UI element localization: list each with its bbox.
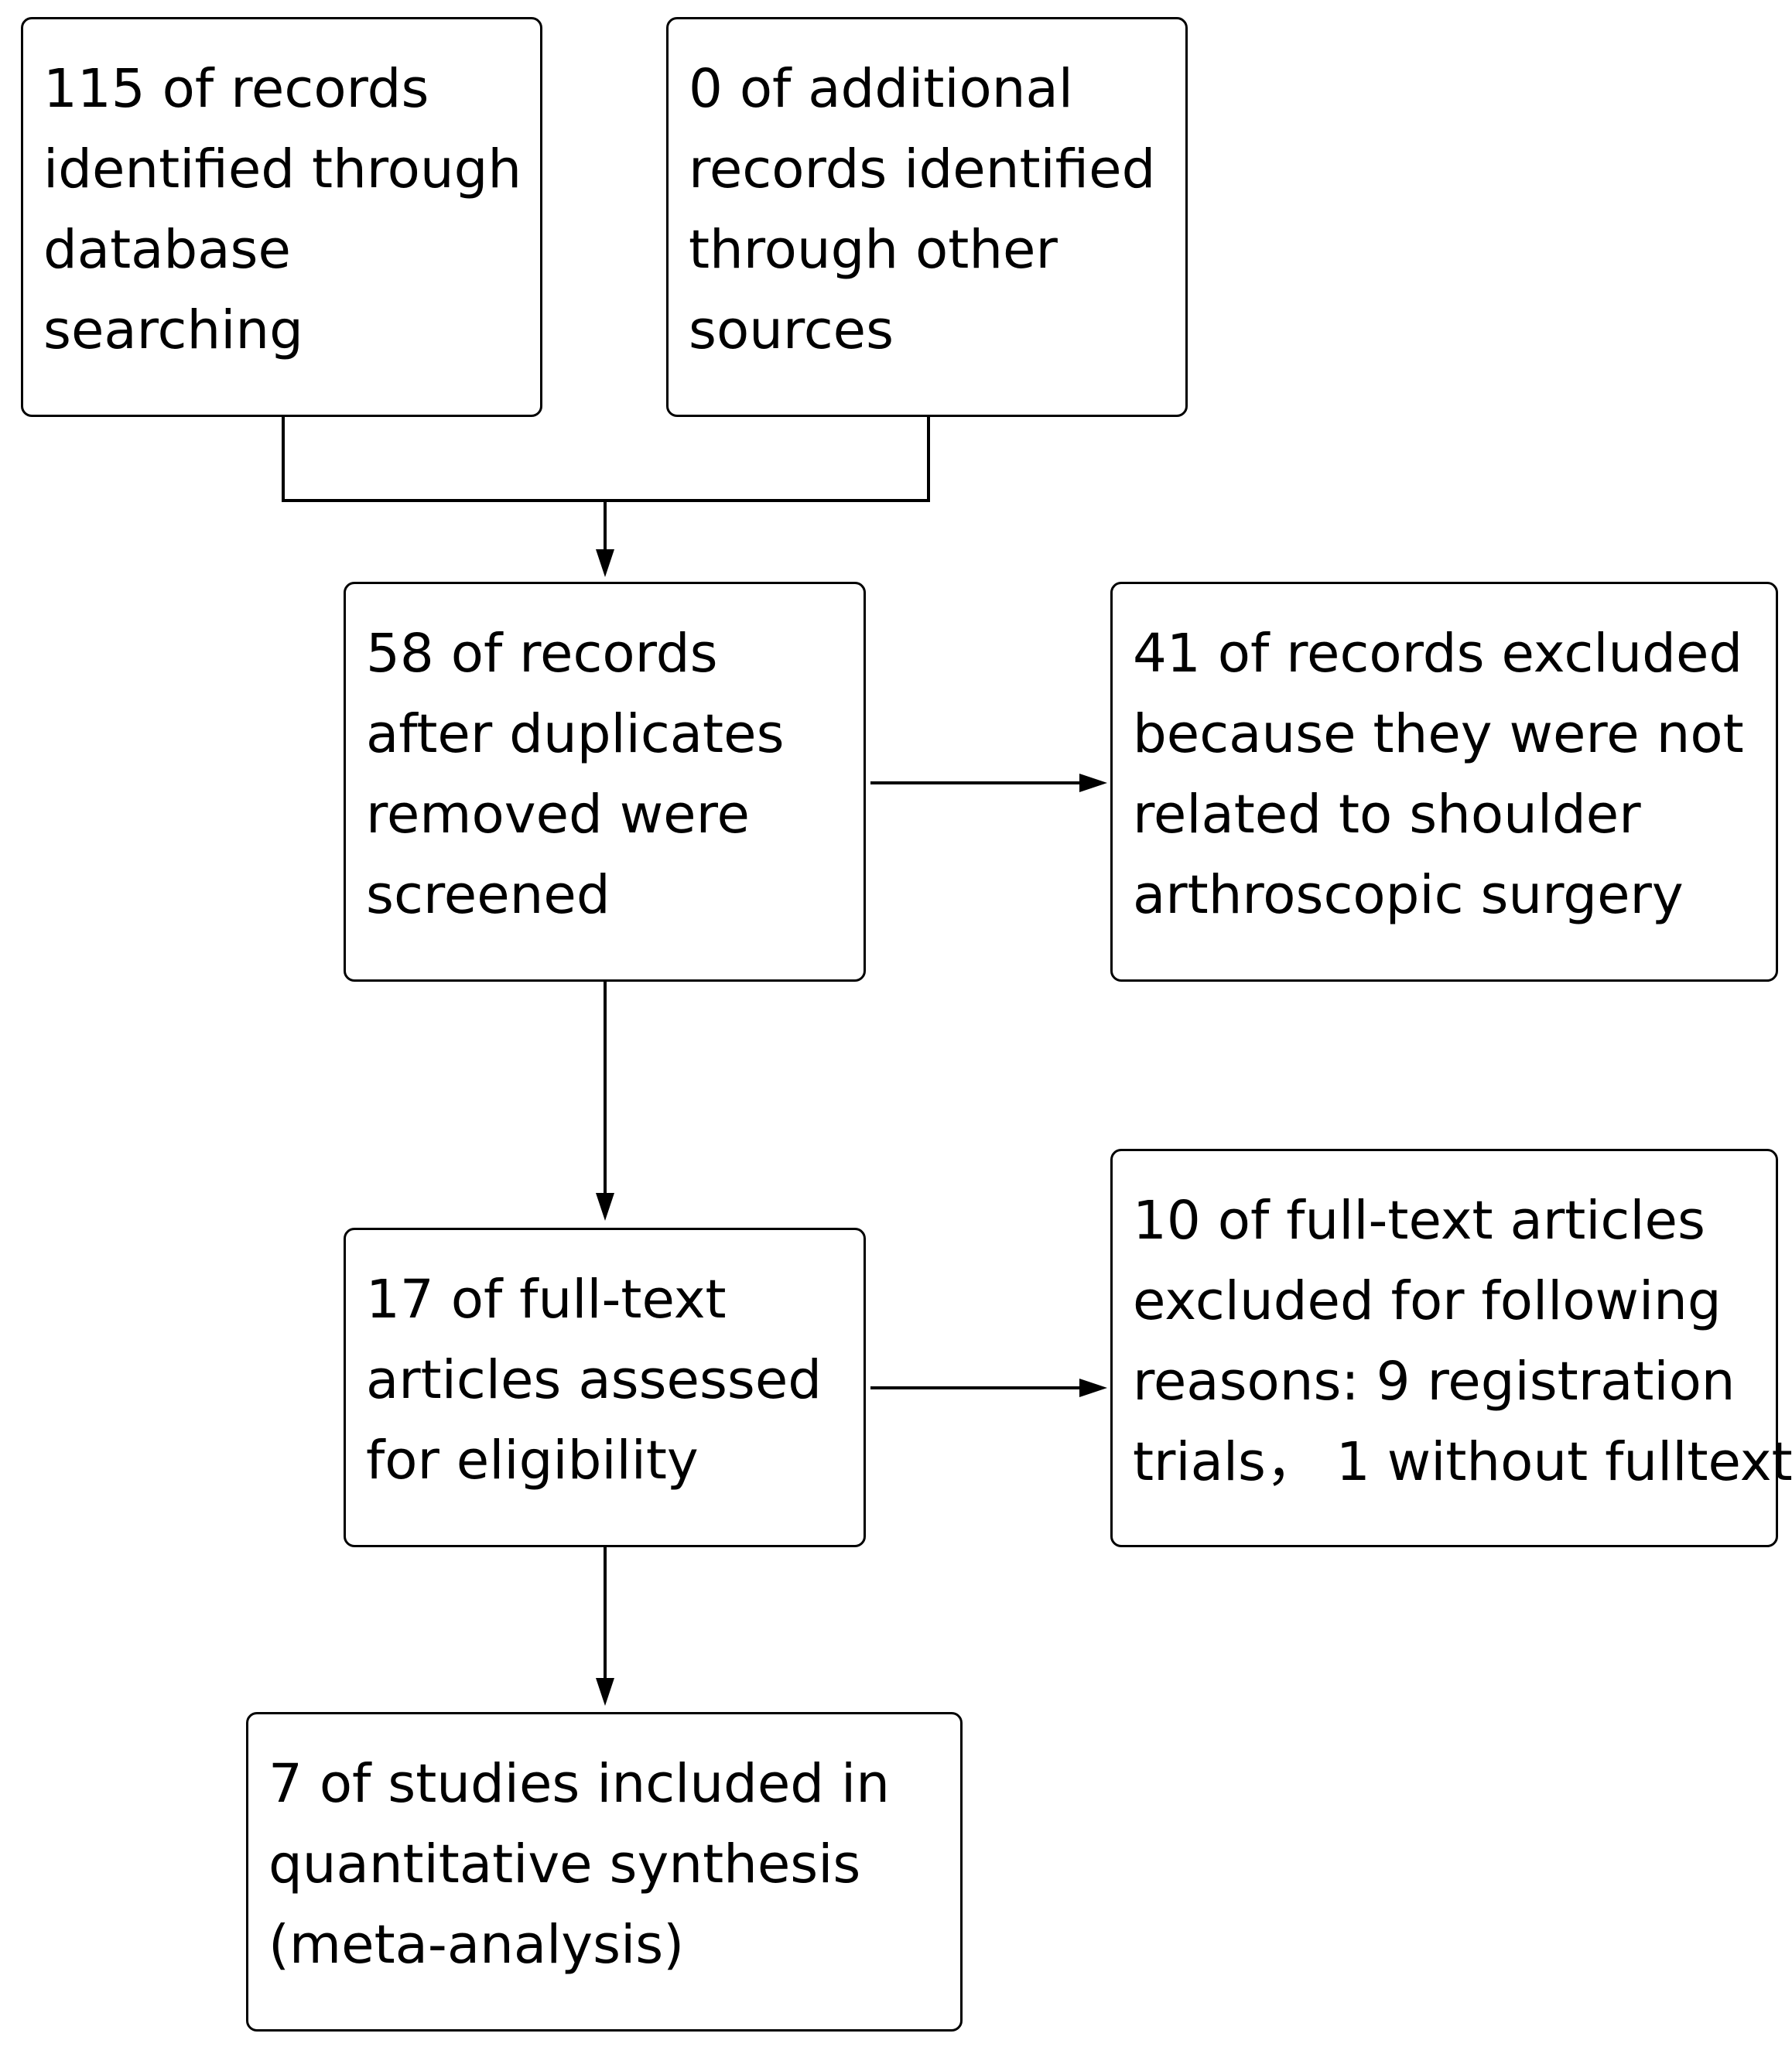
box-line: records identified: [689, 138, 1156, 200]
box-eligibility: 17 of full-text articles assessed for el…: [344, 1228, 866, 1547]
box-line: 115 of records: [43, 58, 429, 120]
box-eligibility-excluded: 10 of full-text articles excluded for fo…: [1110, 1149, 1792, 1547]
box-additional-records: 0 of additional records identified throu…: [666, 17, 1188, 417]
box-line: 0 of additional: [689, 58, 1073, 120]
arrowhead-to-screening: [596, 549, 614, 577]
box-line: database: [43, 219, 291, 281]
box-line: because they were not: [1133, 703, 1744, 765]
box-line: for eligibility: [366, 1430, 699, 1492]
merge-connector: [282, 416, 930, 502]
box-line: (meta-analysis): [268, 1914, 685, 1976]
box-line: identified through: [43, 138, 522, 200]
box-line: arthroscopic surgery: [1133, 864, 1684, 926]
box-line: 41 of records excluded: [1133, 623, 1743, 685]
box-line: removed were: [366, 784, 750, 846]
box-line: 10 of full-text articles: [1133, 1190, 1705, 1252]
box-line: trials， 1 without fulltext: [1133, 1431, 1792, 1493]
box-included-studies: 7 of studies included in quantitative sy…: [246, 1712, 963, 2032]
box-line: searching: [43, 299, 303, 361]
box-line: reasons: 9 registration: [1133, 1351, 1736, 1413]
box-line: related to shoulder: [1133, 784, 1641, 846]
box-line: 17 of full-text: [366, 1269, 727, 1331]
box-database-records: 115 of records identified through databa…: [21, 17, 542, 417]
arrowhead-to-screening-excluded: [1079, 774, 1107, 792]
box-line: through other: [689, 219, 1058, 281]
arrowhead-to-eligibility: [596, 1193, 614, 1221]
arrowhead-to-included: [596, 1678, 614, 1706]
box-line: screened: [366, 864, 610, 926]
box-screening-excluded: 41 of records excluded because they were…: [1110, 582, 1778, 982]
box-line: articles assessed: [366, 1349, 822, 1411]
box-line: quantitative synthesis: [268, 1833, 861, 1895]
arrowhead-to-eligibility-excluded: [1079, 1379, 1107, 1397]
box-line: sources: [689, 299, 894, 361]
box-screened-records: 58 of records after duplicates removed w…: [344, 582, 866, 982]
box-line: after duplicates: [366, 703, 785, 765]
box-line: 7 of studies included in: [268, 1753, 890, 1815]
box-line: 58 of records: [366, 623, 718, 685]
box-line: excluded for following: [1133, 1270, 1722, 1332]
